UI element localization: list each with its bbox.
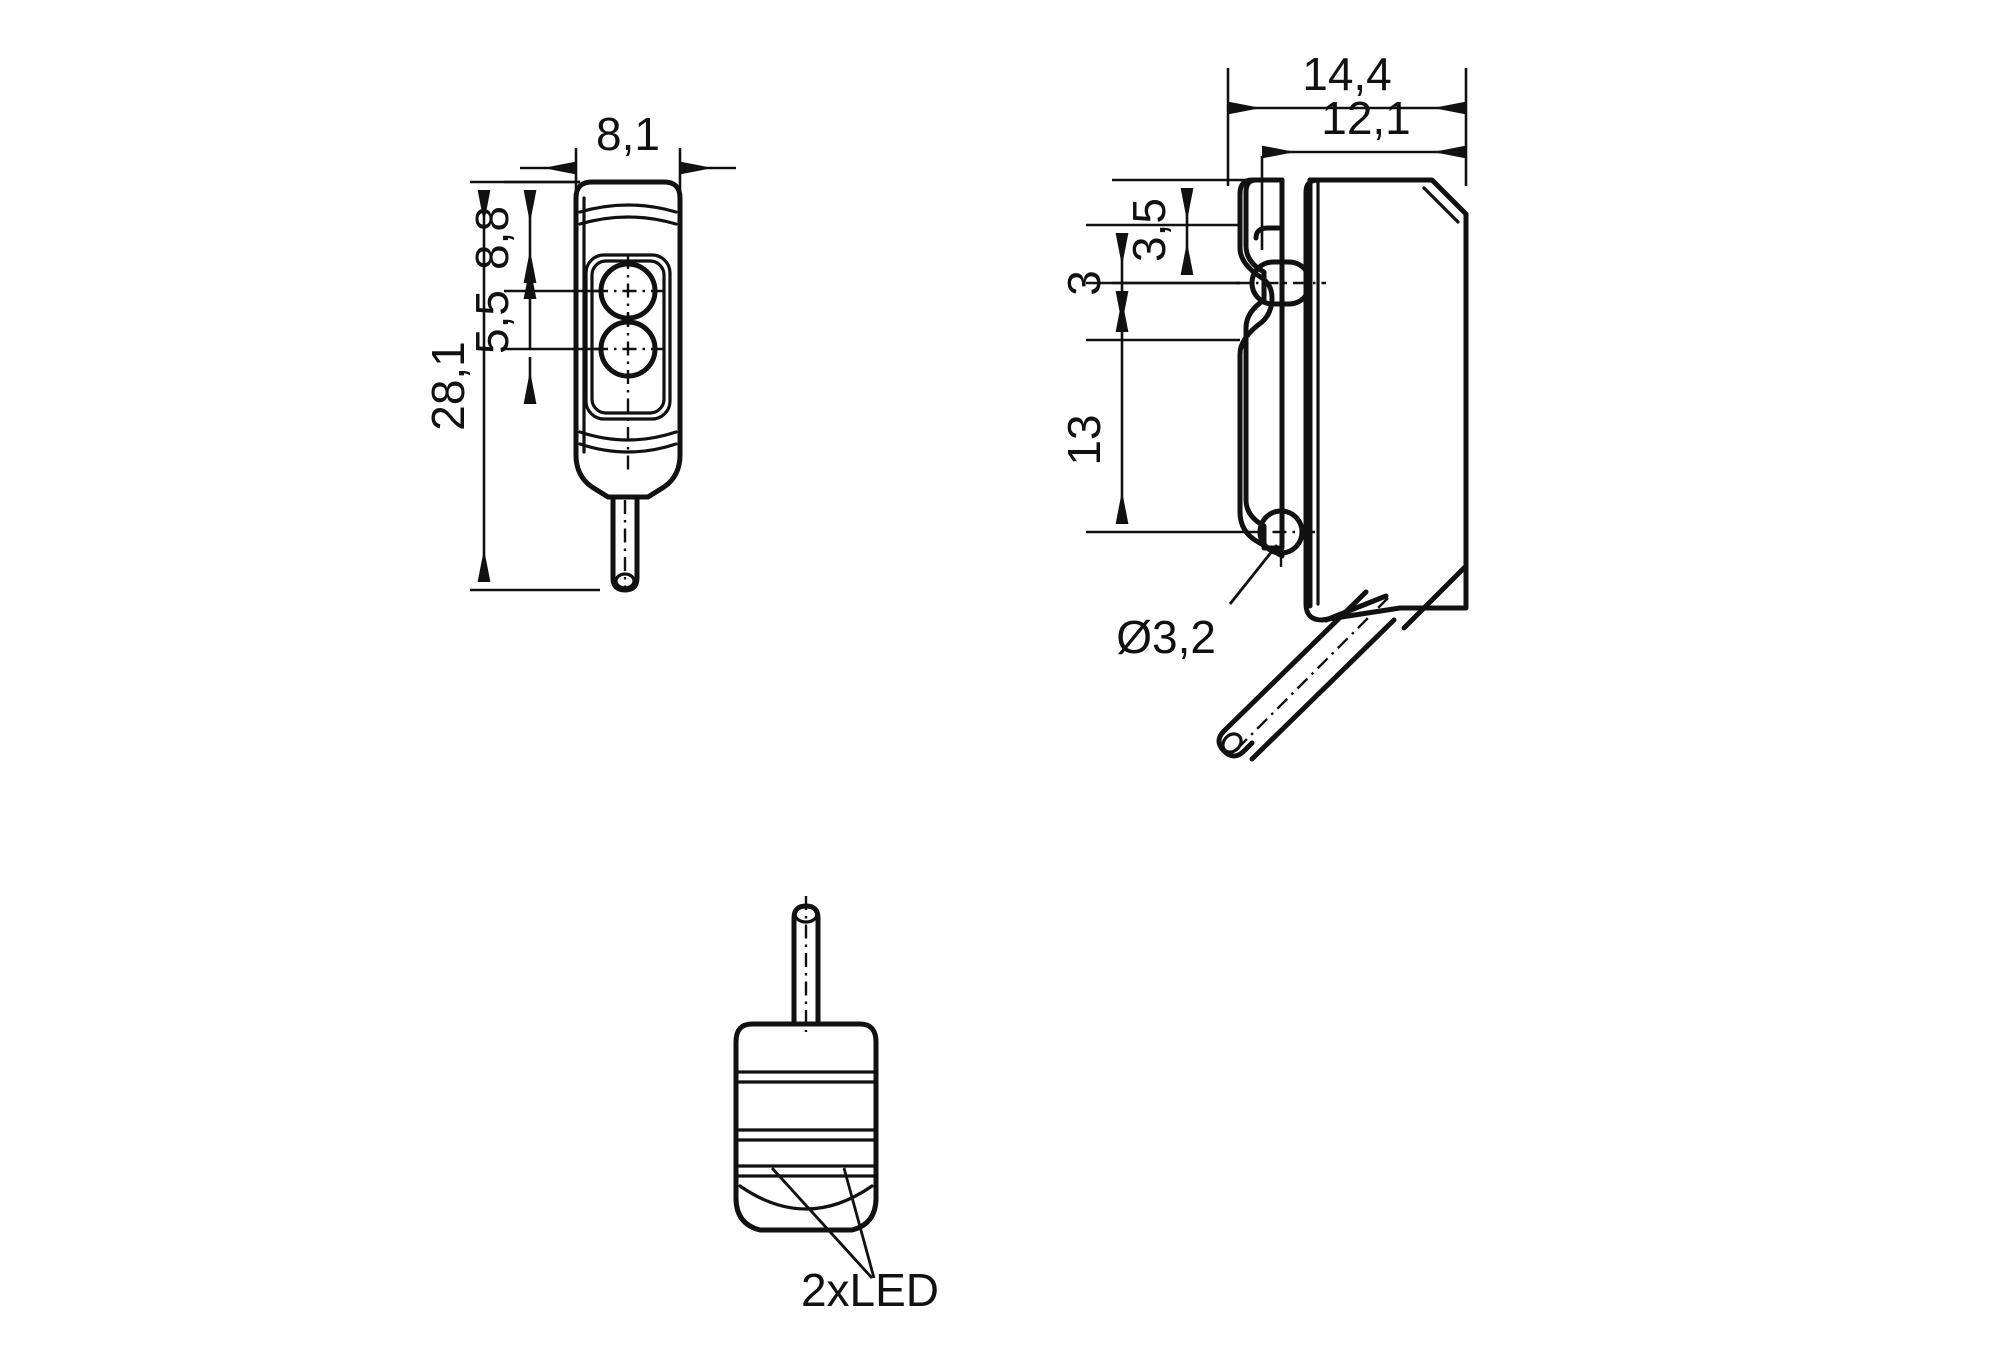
bottom-view: 2xLED: [733, 896, 939, 1316]
dimension-label-13: 13: [1058, 414, 1110, 465]
dimension-side-13: 13: [1058, 281, 1248, 534]
front-view: 8,1 28,1 8,8 5,5: [422, 108, 736, 593]
bottom-view-led-leaders: [770, 1167, 876, 1279]
dimension-label-28-1: 28,1: [422, 341, 474, 431]
dimension-side-hole-diameter: Ø3,2: [1116, 544, 1279, 663]
dimension-side-body-width: 12,1: [1260, 92, 1466, 250]
bottom-view-cable: [791, 896, 821, 1032]
dimension-label-dia-3-2: Ø3,2: [1116, 611, 1216, 663]
side-view: 14,4 12,1 3,5 3 13: [1058, 48, 1469, 762]
dimension-front-width: 8,1: [520, 108, 736, 200]
dimension-label-3-5: 3,5: [1123, 198, 1175, 262]
dimension-front-8-8: 8,8: [466, 180, 600, 293]
side-view-housing-outline: [1303, 177, 1469, 631]
dimension-front-5-5: 5,5: [466, 266, 600, 404]
front-view-optical-openings: [594, 255, 664, 470]
dimension-label-14-4: 14,4: [1302, 48, 1392, 100]
dimension-side-3-5: 3,5: [1112, 178, 1252, 285]
front-view-housing-outline: [573, 179, 683, 500]
dimension-front-total-height: 28,1: [422, 180, 600, 592]
dimension-label-12-1: 12,1: [1321, 92, 1411, 144]
side-view-cable: [1216, 589, 1397, 762]
front-view-cable: [610, 494, 640, 593]
dimension-label-5-5: 5,5: [466, 290, 518, 354]
side-view-mounting-flange: [1236, 177, 1326, 568]
dimension-label-8-8: 8,8: [466, 206, 518, 270]
label-2x-led: 2xLED: [801, 1264, 939, 1316]
dimension-side-overall-width: 14,4: [1226, 48, 1468, 186]
dimension-label-8-1: 8,1: [596, 108, 660, 160]
bottom-view-housing-outline: [733, 1021, 879, 1233]
